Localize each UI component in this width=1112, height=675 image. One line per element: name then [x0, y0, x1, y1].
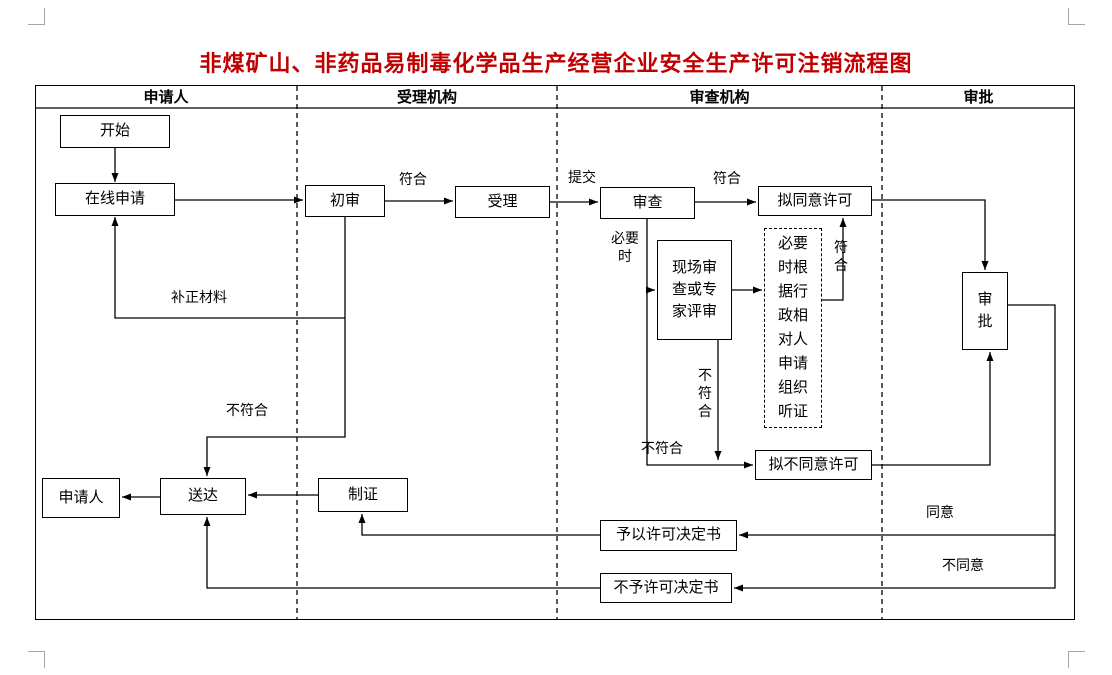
- lane-header-approver: 审批: [963, 90, 994, 106]
- edge-label-conform-3: 符合: [834, 241, 848, 274]
- page-corner-mark: [1068, 651, 1085, 668]
- node-proposed-disapprove: 拟不同意许可: [755, 450, 872, 480]
- edge-label-not-conform-initial: 不符合: [226, 404, 268, 419]
- node-deliver: 送达: [160, 478, 246, 515]
- edge-label-when-necessary: 必要时: [611, 232, 639, 265]
- node-site-review: 现场审查或专家评审: [657, 240, 732, 340]
- page-corner-mark: [1068, 8, 1085, 25]
- node-grant-decision: 予以许可决定书: [600, 520, 737, 551]
- node-applicant-end: 申请人: [42, 478, 120, 518]
- edge-label-conform-1: 符合: [399, 173, 427, 188]
- page-title: 非煤矿山、非药品易制毒化学品生产经营企业安全生产许可注销流程图: [199, 51, 913, 76]
- node-approval: 审批: [962, 272, 1008, 350]
- lane-header-acceptor: 受理机构: [396, 90, 457, 106]
- edge-label-disagree: 不同意: [942, 559, 984, 574]
- lane-header-reviewer: 审查机构: [689, 90, 750, 106]
- edge-label-submit: 提交: [568, 171, 596, 186]
- node-examine: 审查: [600, 187, 695, 219]
- lane-header-applicant: 申请人: [143, 90, 189, 106]
- edge-label-supplement: 补正材料: [171, 291, 227, 306]
- edge-label-not-conform-bottom: 不符合: [641, 442, 683, 457]
- node-start: 开始: [60, 115, 170, 148]
- node-accept: 受理: [455, 186, 550, 218]
- page-corner-mark: [28, 651, 45, 668]
- node-initial-review: 初审: [305, 185, 385, 217]
- node-online-apply: 在线申请: [55, 183, 175, 216]
- edge-label-agree: 同意: [926, 506, 954, 521]
- node-proposed-approve: 拟同意许可: [758, 186, 872, 216]
- flowchart-frame: [35, 85, 1075, 620]
- node-hearing: 必要时根据行政相对人申请组织听证: [764, 228, 822, 428]
- node-make-cert: 制证: [318, 478, 408, 512]
- edge-label-conform-2: 符合: [713, 172, 741, 187]
- page-corner-mark: [28, 8, 45, 25]
- node-deny-decision: 不予许可决定书: [600, 573, 732, 603]
- edge-label-not-conform-vertical: 不符合: [698, 369, 712, 420]
